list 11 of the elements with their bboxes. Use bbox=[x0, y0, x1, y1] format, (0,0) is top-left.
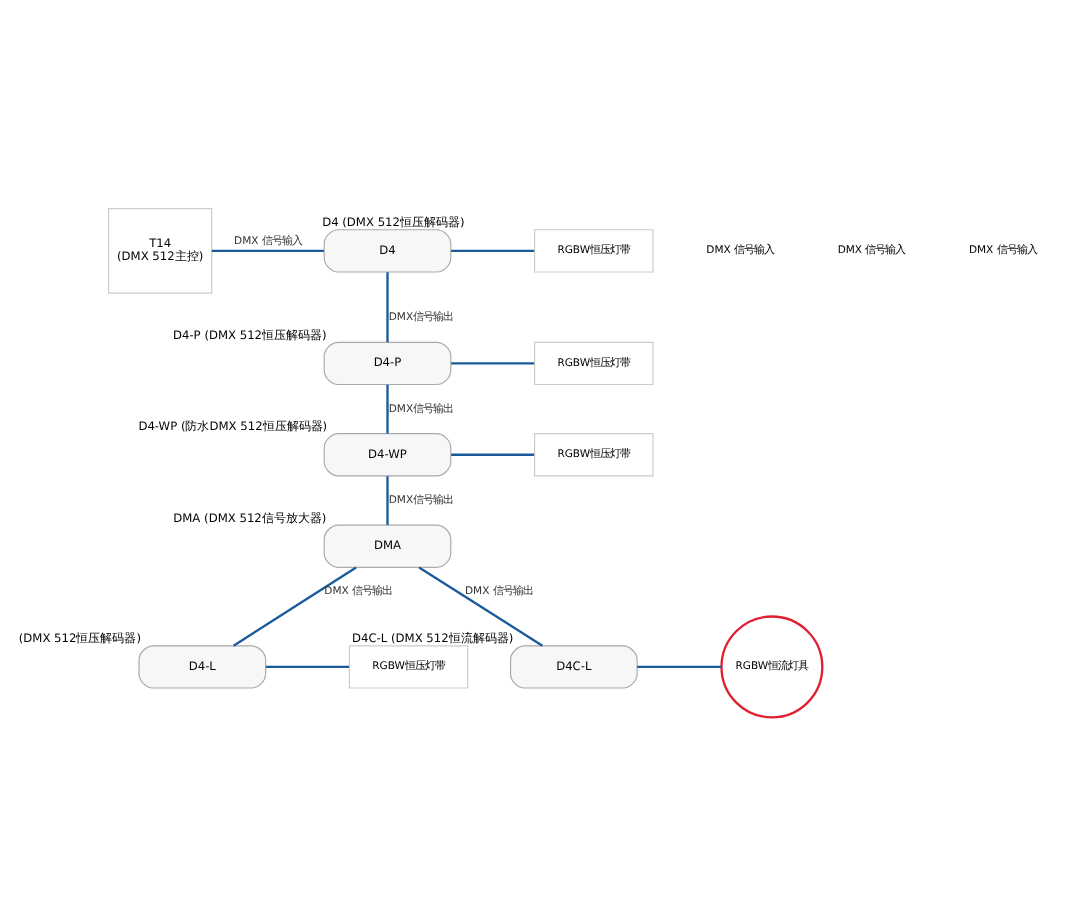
connector bbox=[451, 361, 535, 364]
connector bbox=[386, 271, 389, 342]
connector bbox=[266, 664, 349, 668]
connector bbox=[211, 248, 324, 252]
connector bbox=[637, 664, 722, 668]
connector bbox=[386, 383, 389, 433]
connector bbox=[418, 565, 543, 646]
connector bbox=[232, 565, 357, 646]
connector bbox=[451, 248, 535, 252]
connector bbox=[386, 475, 389, 524]
connector bbox=[451, 452, 535, 455]
